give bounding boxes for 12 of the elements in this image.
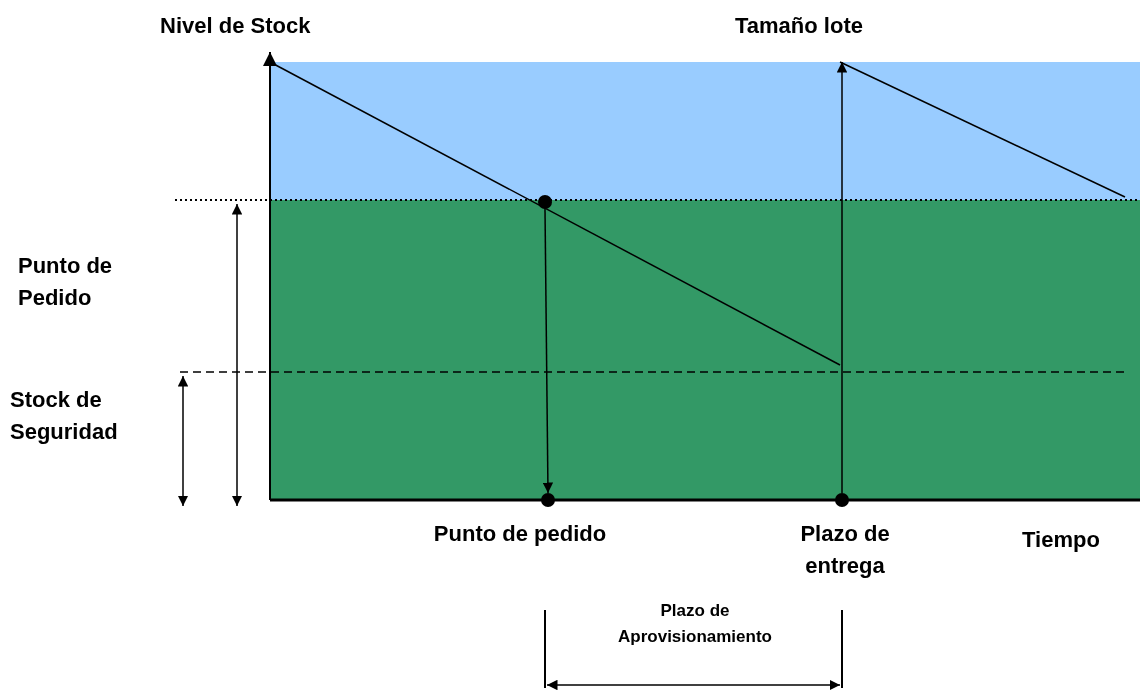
point-marker [541,493,555,507]
axis-title: Tiempo [1022,526,1101,554]
bracket-label: Plazo de Aprovisionamiento [617,600,773,648]
axis-label: Stock de Seguridad [10,386,119,446]
axis-label: Punto de pedido [432,520,608,548]
point-marker [835,493,849,507]
arrow [542,208,554,494]
arrow [836,61,848,494]
axis-title: Nivel de Stock [160,12,312,40]
axis-label: Plazo de entrega [799,520,891,580]
axis-label: Punto de Pedido [18,252,114,312]
axis-label: Tamaño lote [735,12,864,40]
